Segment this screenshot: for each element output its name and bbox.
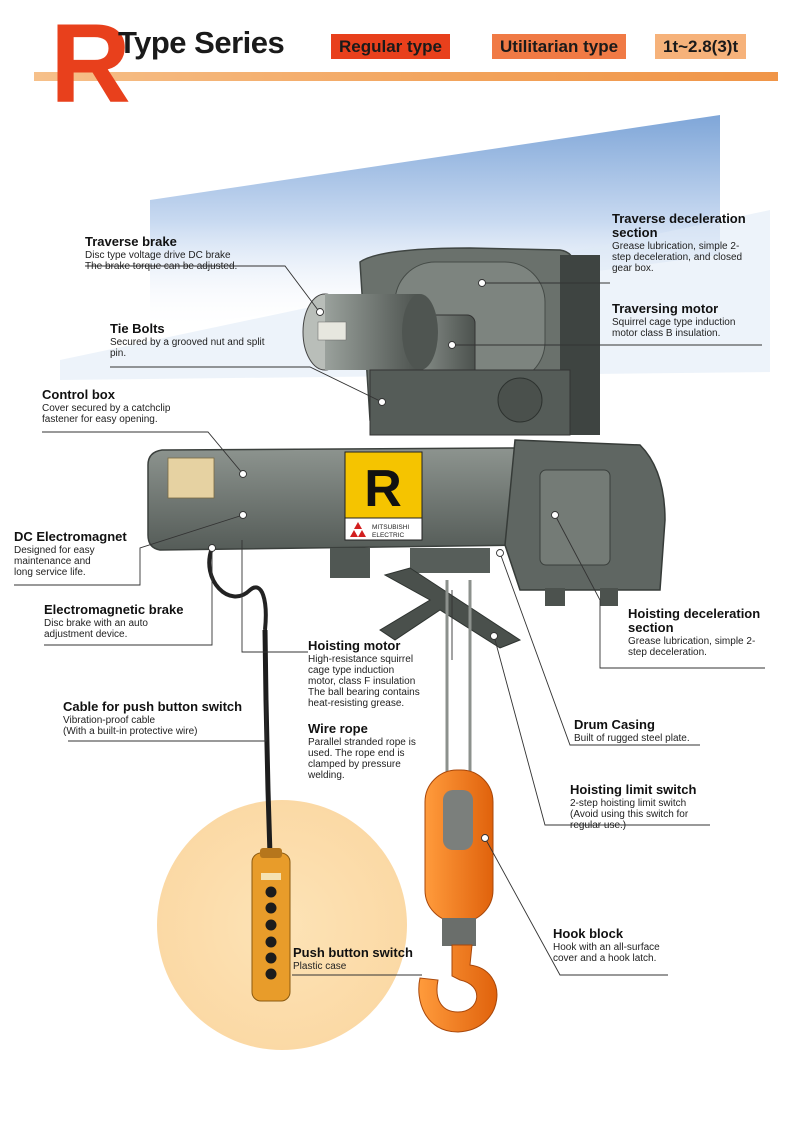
callout-hoisting-limit-switch: Hoisting limit switch 2-step hoisting li… [570, 782, 740, 832]
callout-traversing-motor: Traversing motor Squirrel cage type indu… [612, 301, 772, 340]
callout-desc: Built of rugged steel plate. [574, 733, 690, 744]
r-plate [344, 451, 423, 519]
callout-desc: Disc type voltage drive DC brake The bra… [85, 250, 238, 272]
tag-capacity-range: 1t~2.8(3)t [655, 34, 747, 59]
callout-traverse-brake: Traverse brake Disc type voltage drive D… [85, 234, 295, 273]
callout-desc: Designed for easy maintenance and long s… [14, 545, 95, 578]
callout-traverse-deceleration: Traverse deceleration section Grease lub… [612, 211, 772, 275]
callout-desc: Squirrel cage type induction motor class… [612, 317, 736, 339]
header-bar [34, 72, 778, 81]
callout-desc: Cover secured by a catchclip fastener fo… [42, 403, 171, 425]
callout-desc: Hook with an all-surface cover and a hoo… [553, 942, 660, 964]
callout-cable-push-button: Cable for push button switch Vibration-p… [63, 699, 273, 738]
push-button-cable [262, 629, 273, 856]
brand-line-1: MITSUBISHI [372, 524, 409, 531]
callout-desc: Plastic case [293, 961, 347, 972]
callout-desc: Grease lubrication, simple 2- step decel… [612, 241, 743, 274]
callout-desc: Vibration-proof cable (With a built-in p… [63, 715, 198, 737]
callout-title: Electromagnetic brake [44, 602, 184, 617]
callout-title: Wire rope [308, 721, 368, 736]
callout-drum-casing: Drum Casing Built of rugged steel plate. [574, 717, 734, 745]
callout-title: Cable for push button switch [63, 699, 243, 714]
callout-hook-block: Hook block Hook with an all-surface cove… [553, 926, 713, 965]
callout-desc: Parallel stranded rope is used. The rope… [308, 737, 416, 781]
callout-title: Drum Casing [574, 717, 655, 732]
brand-line-2: ELECTRIC [372, 532, 404, 539]
callout-title: Traverse deceleration section [612, 211, 746, 240]
callout-title: Traversing motor [612, 301, 719, 316]
callout-control-box: Control box Cover secured by a catchclip… [42, 387, 222, 426]
callout-desc: Secured by a grooved nut and split pin. [110, 337, 265, 359]
callout-desc: High-resistance squirrel cage type induc… [308, 654, 420, 709]
callout-desc: 2-step hoisting limit switch (Avoid usin… [570, 798, 689, 831]
callout-tie-bolts: Tie Bolts Secured by a grooved nut and s… [110, 321, 310, 360]
callout-title: Hook block [553, 926, 624, 941]
callout-desc: Grease lubrication, simple 2- step decel… [628, 636, 756, 658]
callout-wire-rope: Wire rope Parallel stranded rope is used… [308, 721, 438, 782]
callout-dc-electromagnet: DC Electromagnet Designed for easy maint… [14, 529, 144, 579]
callout-title: Hoisting deceleration section [628, 606, 761, 635]
caution-label [167, 457, 215, 499]
callout-title: DC Electromagnet [14, 529, 127, 544]
callout-title: Tie Bolts [110, 321, 165, 336]
callout-hoisting-motor: Hoisting motor High-resistance squirrel … [308, 638, 438, 710]
tag-regular-type: Regular type [331, 34, 450, 59]
callout-title: Hoisting motor [308, 638, 401, 653]
callout-desc: Disc brake with an auto adjustment devic… [44, 618, 148, 640]
r-plate-letter: R [364, 460, 402, 518]
hook [418, 944, 498, 1033]
tag-utilitarian-type: Utilitarian type [492, 34, 627, 59]
callout-hoisting-deceleration: Hoisting deceleration section Grease lub… [628, 606, 788, 659]
callout-electromagnetic-brake: Electromagnetic brake Disc brake with an… [44, 602, 224, 641]
series-letter: R [50, 1, 131, 126]
callout-title: Push button switch [293, 945, 413, 960]
series-title: Type Series [118, 25, 285, 60]
callout-push-button-switch: Push button switch Plastic case [293, 945, 433, 973]
callout-title: Control box [42, 387, 115, 402]
callout-title: Hoisting limit switch [570, 782, 697, 797]
callout-title: Traverse brake [85, 234, 177, 249]
